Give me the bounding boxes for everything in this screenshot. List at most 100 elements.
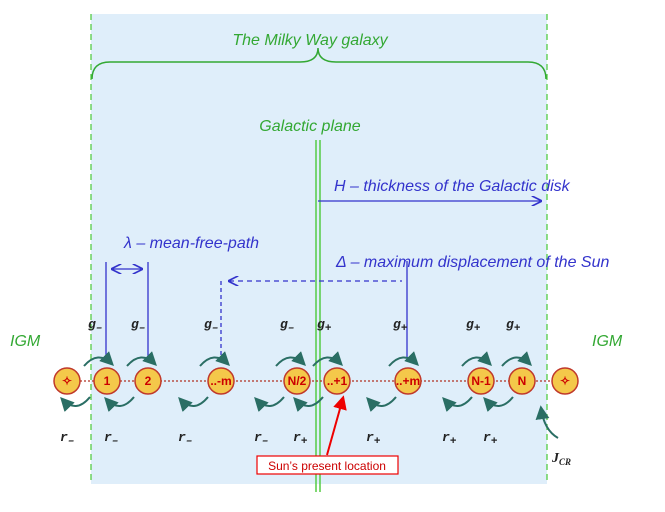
forward-hop-arrow	[461, 351, 492, 367]
g-rate-sign: +	[401, 323, 408, 335]
backward-hop-arrow	[293, 396, 324, 412]
g-rate-label: g–	[280, 317, 294, 335]
node-circle	[323, 367, 351, 395]
forward-hop-arrow	[501, 351, 532, 367]
node-circle	[508, 367, 536, 395]
r-rate-base: r	[366, 430, 374, 445]
node-label: 1	[104, 374, 111, 388]
r-rate-sign: +	[491, 436, 498, 448]
g-rate-base: g	[204, 317, 212, 332]
r-rate-sign: +	[374, 436, 381, 448]
r-rate-sign: –	[112, 436, 119, 448]
sun-label: Sun’s present location	[268, 459, 386, 473]
chain-node: ..+m	[394, 367, 422, 395]
g-rate-base: g	[280, 317, 288, 332]
g-rate-sign: +	[325, 323, 332, 335]
chain-node: 2	[134, 367, 162, 395]
igm-left-label: IGM	[10, 333, 41, 350]
forward-hop-arrow	[312, 351, 343, 367]
r-rate-label: r–	[178, 430, 192, 448]
g-rate-sign: –	[139, 323, 146, 335]
r-rate-sign: –	[68, 436, 75, 448]
backward-hop-arrow	[442, 396, 473, 412]
chain-node: N/2	[283, 367, 311, 395]
jcr-base: J	[551, 451, 560, 466]
node-label: ..+1	[327, 374, 348, 388]
chain-node: N	[508, 367, 536, 395]
node-circle	[53, 367, 81, 395]
chain-node: ✧	[53, 367, 81, 395]
backward-hop-arrow	[178, 396, 209, 412]
backward-hop-arrow	[104, 396, 135, 412]
r-rate-sign: +	[301, 436, 308, 448]
r-rate-base: r	[104, 430, 112, 445]
chain-node: ✧	[551, 367, 579, 395]
r-rate-base: r	[60, 430, 68, 445]
galaxy-brace	[91, 47, 547, 80]
backward-hop-arrow	[254, 396, 285, 412]
r-rate-base: r	[442, 430, 450, 445]
chain-node: 1	[93, 367, 121, 395]
node-circle	[134, 367, 162, 395]
r-rate-sign: –	[262, 436, 269, 448]
node-label: N/2	[288, 374, 307, 388]
forward-hop-arrow	[275, 351, 306, 367]
chain-node: ..-m	[207, 367, 235, 395]
r-rate-label: r+	[442, 430, 457, 448]
forward-hop-arrow	[388, 351, 419, 367]
g-rate-labels: g–g–g–g–g+g+g+g+	[88, 317, 521, 335]
jcr-arrow	[535, 405, 559, 439]
node-circle	[93, 367, 121, 395]
h-label: H – thickness of the Galactic disk	[334, 178, 571, 195]
node-circle	[467, 367, 495, 395]
r-rate-label: r–	[254, 430, 268, 448]
g-rate-sign: –	[288, 323, 295, 335]
g-rate-label: g+	[466, 317, 481, 335]
hop-arrows	[60, 351, 532, 412]
chain-nodes: ✧ 1 2 ..-m N/2 ..+1 ..+m N-1 N ✧	[53, 367, 579, 395]
node-label: ✧	[62, 374, 72, 388]
g-rate-base: g	[466, 317, 474, 332]
r-rate-labels: r–r–r–r–r+r+r+r+	[60, 430, 498, 448]
backward-hop-arrow	[483, 396, 514, 412]
r-rate-label: r+	[366, 430, 381, 448]
g-rate-base: g	[317, 317, 325, 332]
r-rate-label: r+	[483, 430, 498, 448]
g-rate-label: g–	[204, 317, 218, 335]
g-rate-sign: –	[96, 323, 103, 335]
galaxy-region	[91, 14, 547, 484]
node-label: ..+m	[396, 374, 420, 388]
node-label: ✧	[560, 374, 570, 388]
g-rate-base: g	[131, 317, 139, 332]
r-rate-base: r	[178, 430, 186, 445]
node-label: N	[518, 374, 527, 388]
r-rate-label: r–	[104, 430, 118, 448]
delta-label: Δ – maximum displacement of the Sun	[335, 254, 609, 271]
r-rate-base: r	[293, 430, 301, 445]
r-rate-label: r+	[293, 430, 308, 448]
jcr-label: JCR	[551, 451, 571, 467]
r-rate-sign: +	[450, 436, 457, 448]
g-rate-base: g	[393, 317, 401, 332]
forward-hop-arrow	[126, 351, 157, 367]
g-rate-label: g+	[506, 317, 521, 335]
r-rate-base: r	[254, 430, 262, 445]
chain-node: N-1	[467, 367, 495, 395]
node-circle	[207, 367, 235, 395]
backward-hop-arrow	[366, 396, 397, 412]
sun-pointer-arrow	[326, 395, 347, 456]
node-label: N-1	[471, 374, 491, 388]
g-rate-sign: +	[514, 323, 521, 335]
g-rate-base: g	[506, 317, 514, 332]
g-rate-label: g–	[88, 317, 102, 335]
r-rate-sign: –	[186, 436, 193, 448]
node-circle	[551, 367, 579, 395]
g-rate-base: g	[88, 317, 96, 332]
node-label: ..-m	[210, 374, 231, 388]
forward-hop-arrow	[83, 351, 114, 367]
forward-hop-arrow	[199, 351, 230, 367]
g-rate-label: g–	[131, 317, 145, 335]
g-rate-sign: –	[212, 323, 219, 335]
